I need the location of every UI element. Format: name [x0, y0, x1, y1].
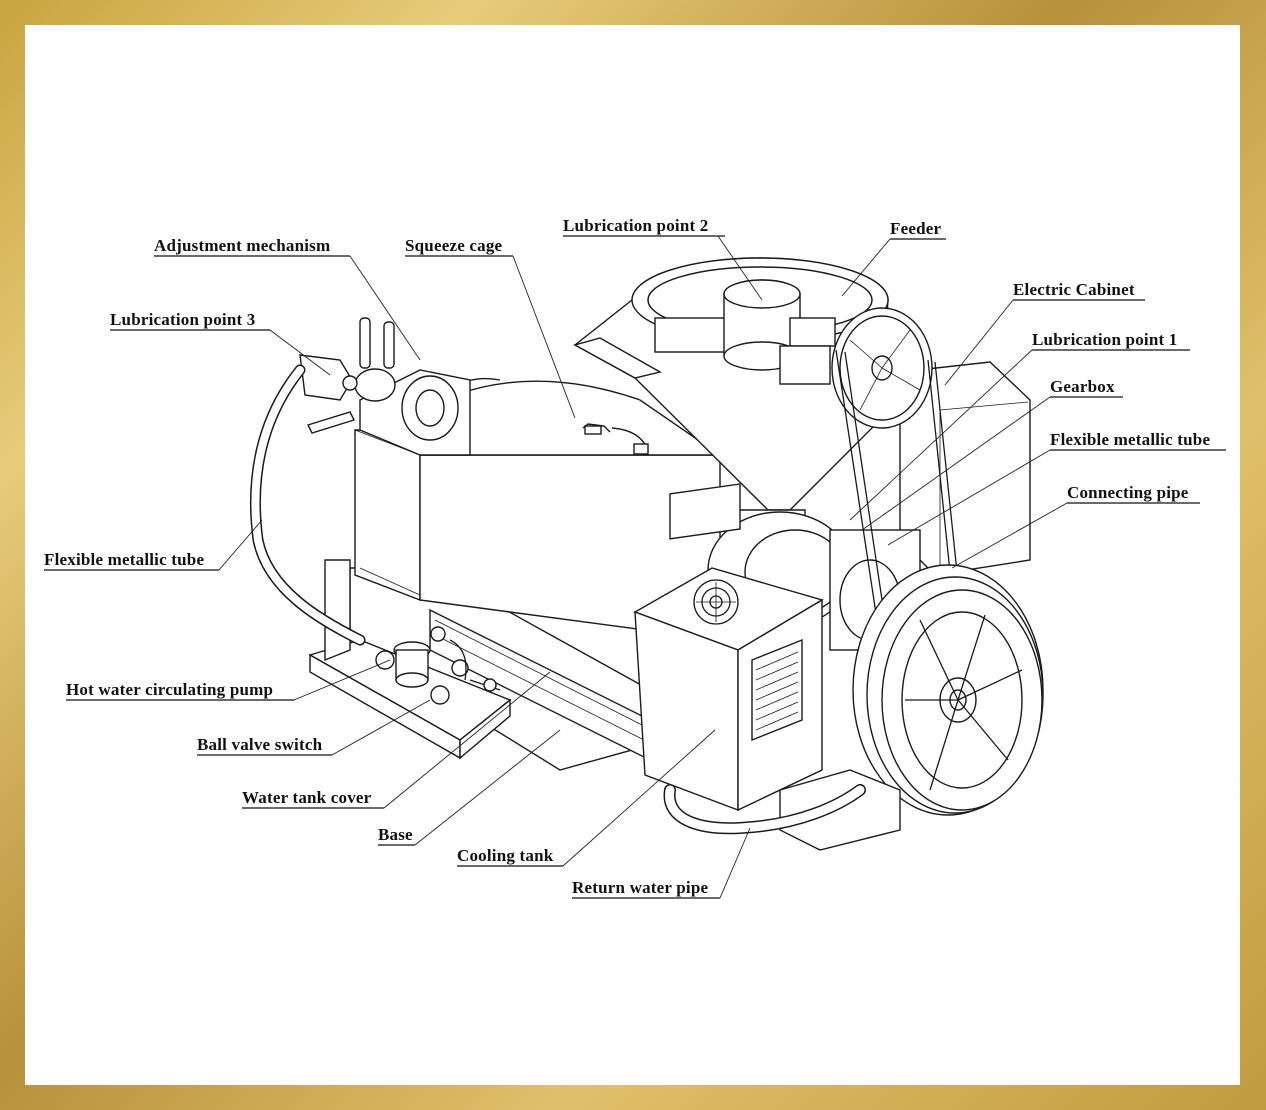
svg-text:Base: Base [378, 825, 413, 844]
label-cooling-tank: Cooling tank [457, 846, 563, 867]
svg-text:Ball valve switch: Ball valve switch [197, 735, 323, 754]
label-connecting-pipe: Connecting pipe [1067, 483, 1200, 504]
pump-valves [375, 626, 501, 705]
label-electric-cabinet: Electric Cabinet [1013, 280, 1145, 301]
adjustment-mechanism [299, 317, 471, 456]
machine-drawing [249, 257, 1044, 851]
svg-text:Adjustment mechanism: Adjustment mechanism [154, 236, 330, 255]
label-ball-valve-switch: Ball valve switch [197, 735, 332, 756]
label-hot-water-circulating-pump: Hot water circulating pump [66, 680, 294, 701]
label-flexible-metallic-tube-right: Flexible metallic tube [1050, 430, 1226, 451]
label-lubrication-point-1: Lubrication point 1 [1032, 330, 1190, 351]
press-body [354, 378, 723, 641]
label-flexible-metallic-tube-left: Flexible metallic tube [44, 550, 219, 571]
flywheel [852, 564, 1044, 816]
svg-text:Return water pipe: Return water pipe [572, 878, 708, 897]
label-water-tank-cover: Water tank cover [242, 788, 384, 809]
cooling-tank-box [633, 483, 824, 812]
vent-grille [751, 638, 803, 742]
label-base: Base [378, 825, 415, 846]
svg-text:Flexible metallic tube: Flexible metallic tube [44, 550, 204, 569]
label-squeeze-cage: Squeeze cage [405, 236, 513, 257]
svg-text:Hot water circulating pump: Hot water circulating pump [66, 680, 273, 699]
label-lubrication-point-3: Lubrication point 3 [110, 310, 270, 331]
base-frame [349, 567, 651, 771]
svg-text:Squeeze cage: Squeeze cage [405, 236, 503, 255]
leader-lines [218, 235, 1068, 899]
svg-text:Cooling tank: Cooling tank [457, 846, 554, 865]
label-return-water-pipe: Return water pipe [572, 878, 720, 899]
labels: Adjustment mechanism Squeeze cage Lubric… [44, 216, 1226, 899]
svg-text:Lubrication point 3: Lubrication point 3 [110, 310, 256, 329]
svg-text:Electric Cabinet: Electric Cabinet [1013, 280, 1135, 299]
svg-text:Flexible metallic tube: Flexible metallic tube [1050, 430, 1210, 449]
svg-text:Lubrication point 2: Lubrication point 2 [563, 216, 709, 235]
top-motor [654, 279, 836, 385]
label-lubrication-point-2: Lubrication point 2 [563, 216, 725, 237]
svg-text:Lubrication point 1: Lubrication point 1 [1032, 330, 1178, 349]
svg-text:Connecting pipe: Connecting pipe [1067, 483, 1189, 502]
label-gearbox: Gearbox [1050, 377, 1123, 398]
svg-text:Feeder: Feeder [890, 219, 941, 238]
pedestal [779, 769, 901, 851]
label-feeder: Feeder [890, 219, 946, 240]
svg-text:Gearbox: Gearbox [1050, 377, 1115, 396]
top-pulley [831, 307, 963, 641]
label-adjustment-mechanism: Adjustment mechanism [154, 236, 350, 257]
svg-text:Water tank cover: Water tank cover [242, 788, 372, 807]
